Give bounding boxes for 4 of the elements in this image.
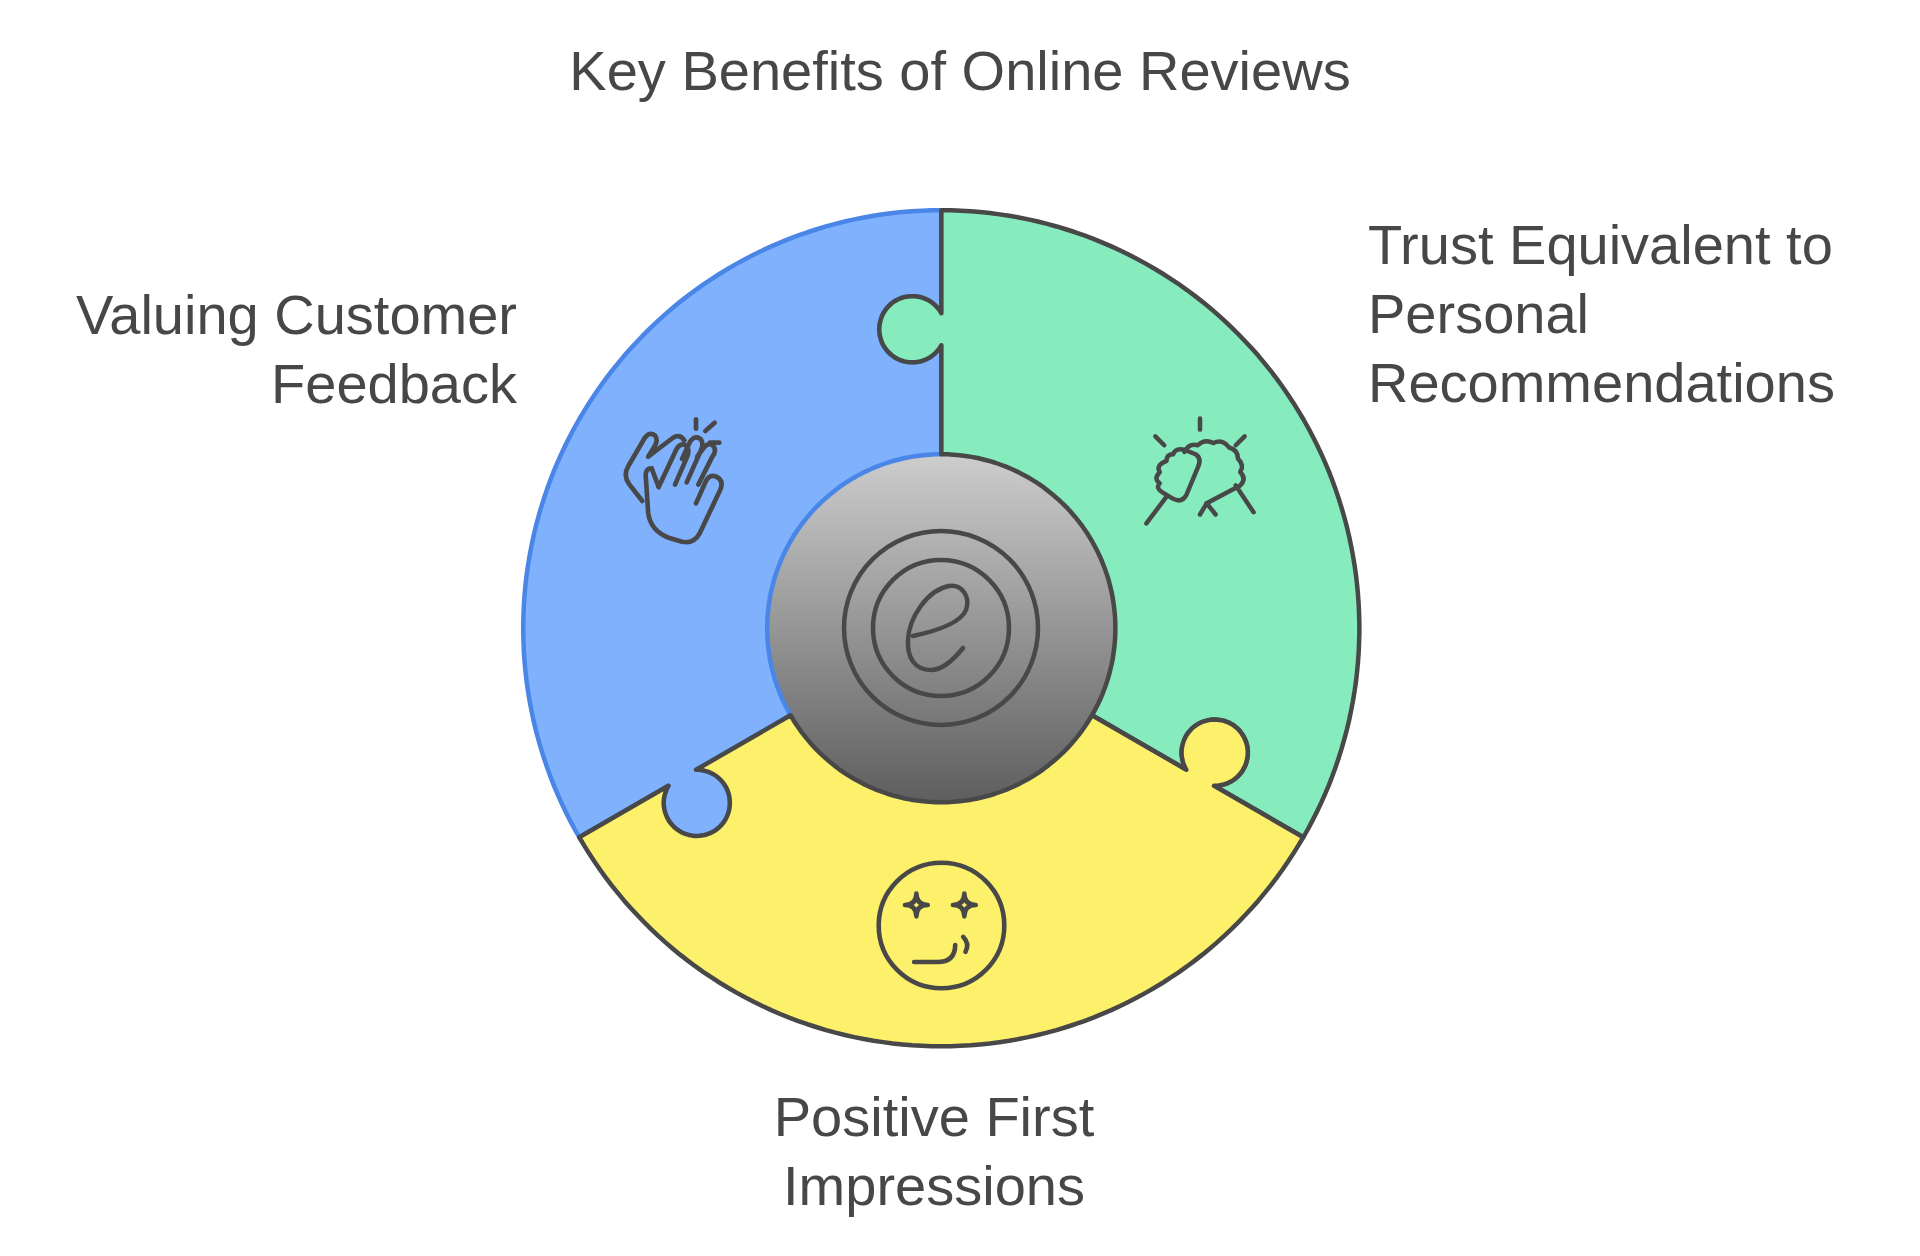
benefit-label: Valuing Customer Feedback: [76, 283, 517, 415]
benefit-label: Trust Equivalent to Personal Recommendations: [1368, 213, 1835, 414]
diagram-title: Key Benefits of Online Reviews: [569, 39, 1351, 102]
benefit-label: Positive First Impressions: [773, 1085, 1095, 1217]
